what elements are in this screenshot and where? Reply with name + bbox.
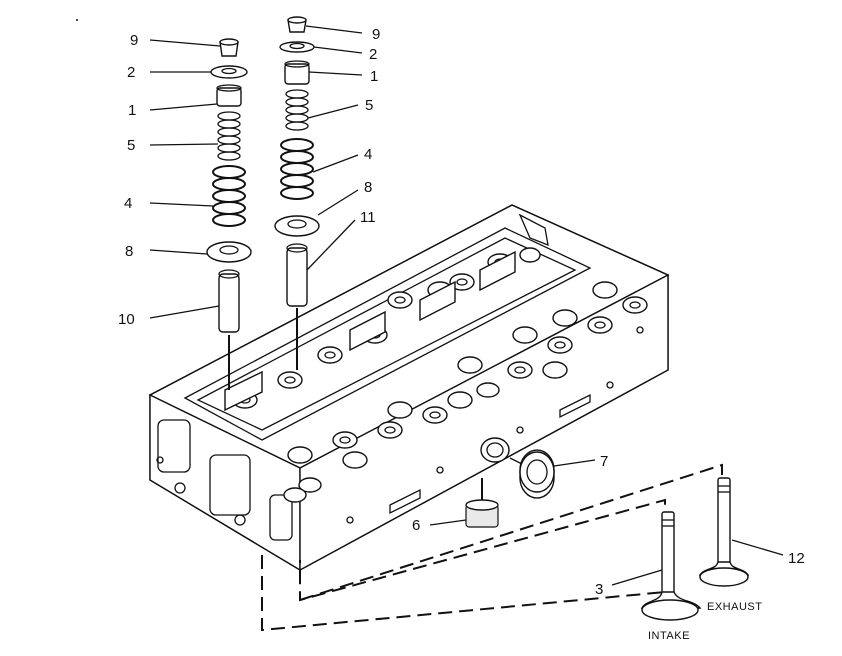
- cylinder-head: [148, 204, 670, 572]
- left-valve-stack: [206, 38, 252, 390]
- callout-left-8: 8: [125, 243, 133, 260]
- callout-left-1: 1: [128, 102, 136, 119]
- part-6-plug: [465, 499, 499, 528]
- callout-leaders: [149, 25, 784, 586]
- callout-right-1: 1: [370, 68, 378, 85]
- callout-right-9: 9: [372, 26, 380, 43]
- intake-valve: [640, 511, 702, 621]
- part-7-seal: [519, 449, 555, 499]
- right-inner-spring: [285, 89, 309, 131]
- callout-right-4: 4: [364, 146, 372, 163]
- left-inner-spring: [217, 111, 241, 161]
- callout-3: 3: [595, 581, 603, 598]
- callout-right-8: 8: [364, 179, 372, 196]
- right-valve-stack: [274, 16, 320, 370]
- left-outer-spring: [212, 165, 246, 227]
- exhaust-label: EXHAUST: [707, 601, 762, 613]
- intake-valve-leader: [299, 463, 723, 601]
- callout-right-2: 2: [369, 46, 377, 63]
- intake-label: INTAKE: [648, 630, 690, 642]
- callout-left-5: 5: [127, 137, 135, 154]
- callout-7: 7: [600, 453, 608, 470]
- callout-right-11: 11: [360, 209, 376, 226]
- stray-dot: [76, 19, 78, 21]
- callout-left-4: 4: [124, 195, 132, 212]
- callout-left-2: 2: [127, 64, 135, 81]
- callout-6: 6: [412, 517, 420, 534]
- callout-numbers: 9 2 1 5 4 8 10 9 2 1 5 4 8 11 7 6 3 12: [118, 26, 805, 598]
- right-outer-spring: [280, 138, 314, 200]
- callout-right-5: 5: [365, 97, 373, 114]
- callout-left-9: 9: [130, 32, 138, 49]
- callout-12: 12: [788, 550, 805, 567]
- exhaust-valve: [698, 477, 750, 587]
- deck-bosses: [224, 247, 648, 503]
- callout-left-10: 10: [118, 311, 135, 328]
